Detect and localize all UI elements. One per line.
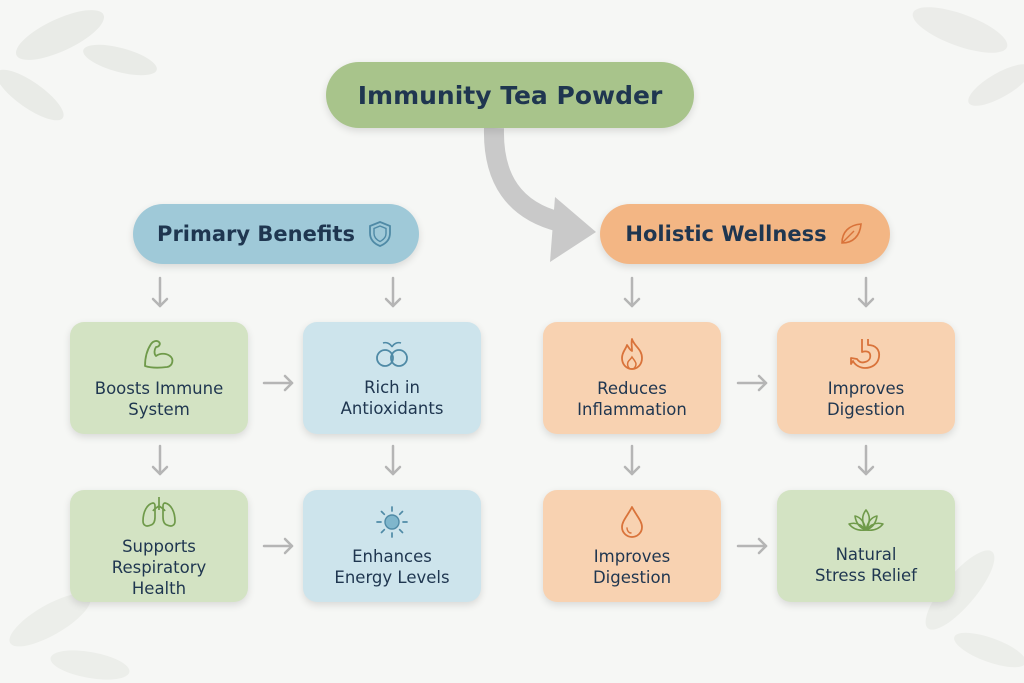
box-line: Enhances xyxy=(352,547,432,566)
natural-stress-relief-box: Natural Stress Relief xyxy=(777,490,955,602)
arrow-down-5 xyxy=(151,444,169,476)
box-line: Antioxidants xyxy=(340,399,444,418)
box-line: Digestion xyxy=(592,568,672,587)
rich-in-antioxidants-box: Rich in Antioxidants xyxy=(303,322,481,434)
arrow-right-1 xyxy=(262,374,294,392)
background-leaves-bottom-left-icon xyxy=(9,593,130,680)
background-leaves-bottom-right-icon xyxy=(925,550,1024,668)
background-leaves-left-icon xyxy=(0,10,157,121)
enhances-energy-levels-box: Enhances Energy Levels xyxy=(303,490,481,602)
improves-digestion-box-2: Improves Digestion xyxy=(543,490,721,602)
lotus-icon xyxy=(846,506,886,538)
arrow-down-6 xyxy=(384,444,402,476)
box-line: Improves xyxy=(827,379,905,398)
box-line: Improves xyxy=(593,547,671,566)
title-label: Immunity Tea Powder xyxy=(357,80,663,110)
box-line: Digestion xyxy=(826,400,906,419)
boosts-immune-system-box: Boosts Immune System xyxy=(70,322,248,434)
sun-icon xyxy=(374,504,410,540)
primary-benefits-label: Primary Benefits xyxy=(157,222,355,246)
stomach-icon xyxy=(846,336,886,372)
box-line: Respiratory xyxy=(111,557,207,577)
background-leaves-right-icon xyxy=(912,7,1024,106)
muscle-arm-icon xyxy=(139,336,179,372)
arrow-down-1 xyxy=(151,276,169,308)
primary-benefits-node: Primary Benefits xyxy=(133,204,419,264)
leaf-icon xyxy=(837,220,865,248)
reduces-inflammation-box: Reduces Inflammation xyxy=(543,322,721,434)
main-curved-arrow xyxy=(483,127,563,232)
box-line: Boosts Immune xyxy=(94,379,224,398)
box-line: Reduces xyxy=(597,379,667,398)
lungs-icon xyxy=(138,494,180,530)
title-node: Immunity Tea Powder xyxy=(326,62,694,128)
box-line: Energy Levels xyxy=(334,568,450,587)
arrow-down-7 xyxy=(623,444,641,476)
arrow-right-3 xyxy=(736,374,768,392)
box-line: Inflammation xyxy=(577,400,687,419)
box-line: Health xyxy=(131,578,187,598)
holistic-wellness-node: Holistic Wellness xyxy=(600,204,890,264)
shield-icon xyxy=(365,219,395,249)
box-line: Natural xyxy=(835,545,897,564)
arrow-down-8 xyxy=(857,444,875,476)
water-drop-icon xyxy=(617,504,647,540)
flame-icon xyxy=(615,336,649,372)
box-line: Rich in xyxy=(364,378,420,397)
supports-respiratory-health-box: Supports Respiratory Health xyxy=(70,490,248,602)
box-line: Stress Relief xyxy=(815,566,917,585)
arrow-down-2 xyxy=(384,276,402,308)
improves-digestion-box-1: Improves Digestion xyxy=(777,322,955,434)
arrow-right-2 xyxy=(262,537,294,555)
arrow-down-3 xyxy=(623,276,641,308)
arrow-down-4 xyxy=(857,276,875,308)
arrow-right-4 xyxy=(736,537,768,555)
holistic-wellness-label: Holistic Wellness xyxy=(625,222,827,246)
berries-icon xyxy=(372,337,412,371)
main-curved-arrowhead xyxy=(550,197,596,262)
box-line: System xyxy=(128,400,190,419)
box-line: Supports xyxy=(122,536,196,556)
